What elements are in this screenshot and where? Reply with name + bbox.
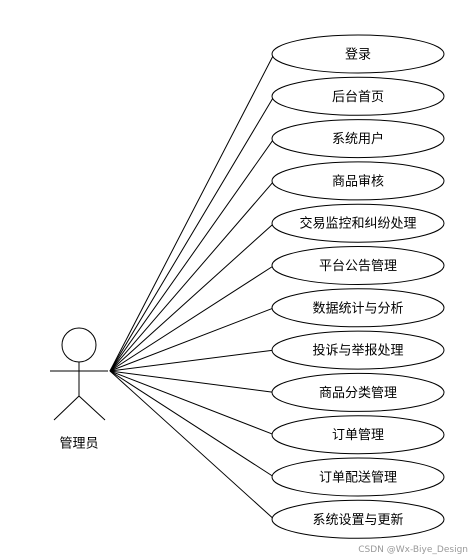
- use-case: 登录: [271, 34, 445, 74]
- actor-head: [61, 327, 97, 363]
- actor-left-leg: [53, 395, 80, 421]
- use-case: 平台公告管理: [271, 246, 445, 285]
- use-case-label: 系统设置与更新: [312, 512, 403, 528]
- use-case-label: 数据统计与分析: [312, 301, 403, 316]
- use-case-ellipse: [271, 161, 445, 201]
- use-case-label: 后台首页: [332, 90, 384, 105]
- use-case: 系统用户: [271, 119, 445, 159]
- association-line: [109, 349, 275, 372]
- use-case-ellipse: [271, 119, 445, 159]
- watermark: CSDN @Wx-Biye_Design: [358, 545, 468, 555]
- use-case-label: 商品分类管理: [319, 386, 397, 401]
- use-case: 订单管理: [271, 415, 445, 455]
- use-case-ellipse: [271, 203, 445, 243]
- association-line: [109, 138, 275, 372]
- use-case-label: 商品审核: [332, 174, 384, 189]
- use-case: 系统设置与更新: [271, 499, 445, 539]
- association-line: [109, 370, 275, 436]
- use-case: 商品审核: [271, 161, 445, 201]
- actor-right-leg: [78, 395, 106, 421]
- use-case-ellipse: [271, 34, 445, 74]
- use-case: 商品分类管理: [271, 372, 445, 412]
- association-line: [109, 222, 275, 372]
- use-case-label: 系统用户: [332, 131, 384, 147]
- association-line: [109, 265, 275, 372]
- association-line: [109, 53, 275, 372]
- actor-name: 管理员: [59, 437, 98, 452]
- use-cases: 登录后台首页系统用户商品审核交易监控和纠纷处理平台公告管理数据统计与分析投诉与举…: [271, 34, 445, 539]
- use-case-label: 订单管理: [332, 428, 384, 443]
- use-case-ellipse: [271, 76, 445, 116]
- use-case-ellipse: [271, 330, 445, 370]
- association-line: [109, 370, 275, 478]
- use-case: 数据统计与分析: [271, 288, 445, 328]
- use-case: 投诉与举报处理: [271, 330, 445, 370]
- use-case-label: 投诉与举报处理: [312, 343, 403, 359]
- association-line: [109, 96, 275, 372]
- actor-admin: 管理员: [50, 327, 108, 452]
- use-case-label: 订单配送管理: [319, 471, 397, 486]
- use-case-ellipse: [271, 288, 445, 328]
- use-case-ellipse: [271, 457, 445, 497]
- association-line: [109, 370, 275, 393]
- use-case: 交易监控和纠纷处理: [271, 203, 445, 243]
- use-case: 后台首页: [271, 76, 445, 116]
- use-case-label: 平台公告管理: [319, 259, 397, 274]
- use-case-ellipse: [271, 499, 445, 539]
- use-case-ellipse: [271, 246, 445, 285]
- use-case-ellipse: [271, 415, 445, 455]
- association-lines: [109, 53, 275, 520]
- use-case-label: 交易监控和纠纷处理: [299, 216, 416, 232]
- association-line: [109, 180, 275, 372]
- use-case-ellipse: [271, 372, 445, 412]
- use-case-label: 登录: [345, 48, 371, 63]
- use-case: 订单配送管理: [271, 457, 445, 497]
- association-line: [109, 370, 275, 520]
- association-line: [109, 307, 275, 372]
